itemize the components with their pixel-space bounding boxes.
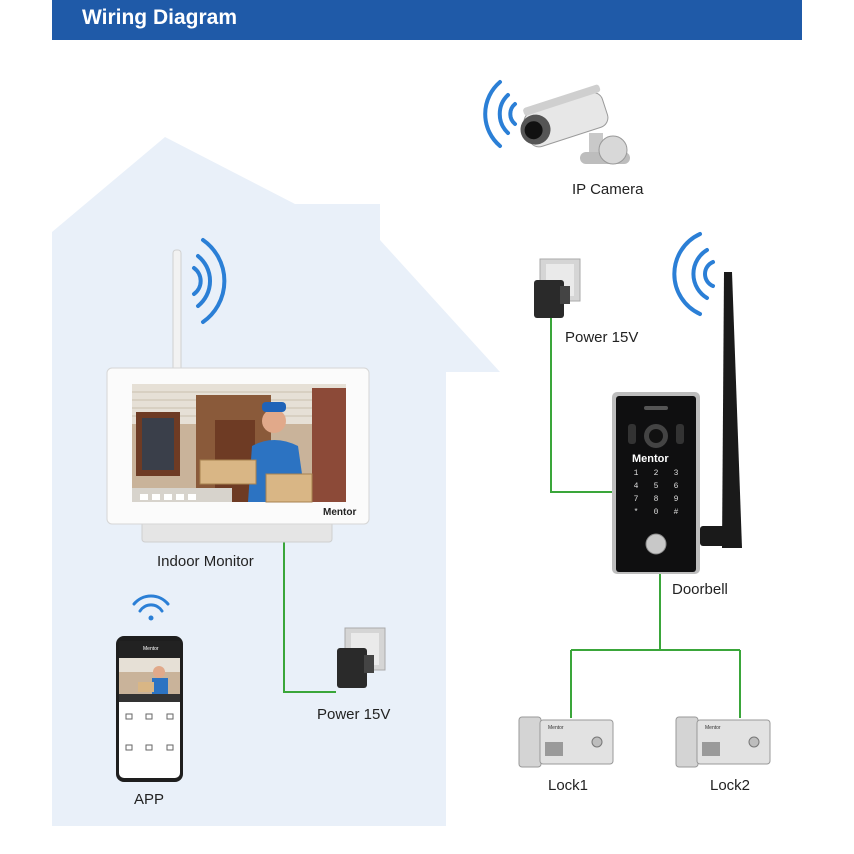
keypad-key: * — [633, 508, 639, 517]
keypad-key: # — [673, 508, 679, 517]
wifi-icon — [132, 594, 170, 621]
camera-signal-icon — [483, 80, 517, 148]
lock1-icon — [518, 716, 614, 768]
keypad-key: 0 — [653, 508, 659, 517]
smartphone — [116, 636, 183, 782]
keypad-key: 5 — [653, 482, 659, 491]
doorbell-signal-icon — [672, 232, 715, 316]
wire-power-doorbell — [550, 318, 614, 493]
monitor-signal-icon — [192, 238, 227, 324]
monitor-antenna — [172, 249, 182, 376]
wiring — [283, 318, 741, 718]
doorbell-unit — [612, 272, 742, 574]
indoor-monitor — [106, 249, 370, 543]
lock1-label: Lock1 — [548, 777, 589, 794]
keypad-key: 3 — [673, 469, 679, 478]
app-label: APP — [134, 791, 165, 808]
monitor-brand-logo: Mentor — [323, 507, 357, 518]
monitor-screen-image — [132, 384, 346, 503]
power-top-label: Power 15V — [565, 329, 639, 346]
phone-screen-title: Mentor — [143, 646, 159, 652]
keypad-key: 9 — [673, 495, 679, 504]
keypad-key: 1 — [633, 469, 639, 478]
lock2-icon — [675, 716, 771, 768]
phone-app-icons — [125, 713, 174, 751]
doorbell-antenna — [722, 272, 742, 548]
keypad-key: 4 — [633, 482, 639, 491]
page-title: Wiring Diagram — [82, 6, 237, 29]
indoor-monitor-label: Indoor Monitor — [157, 553, 254, 570]
wire-doorbell-locks — [570, 572, 741, 718]
wire-monitor-power — [283, 540, 336, 693]
lock2-label: Lock2 — [710, 777, 751, 794]
lock1-brand: Mentor — [548, 725, 564, 731]
doorbell-brand-logo: Mentor — [632, 453, 669, 465]
ip-camera-label: IP Camera — [572, 181, 644, 198]
keypad-key: 6 — [673, 482, 679, 491]
power-adapter-bottom-icon — [337, 627, 386, 688]
keypad-key: 7 — [633, 495, 639, 504]
keypad-key: 8 — [653, 495, 659, 504]
lock2-brand: Mentor — [705, 725, 721, 731]
cctv-camera-icon — [520, 84, 630, 165]
power-bottom-label: Power 15V — [317, 706, 391, 723]
doorbell-label: Doorbell — [672, 581, 728, 598]
keypad-key: 2 — [653, 469, 659, 478]
header-banner: Wiring Diagram — [52, 0, 802, 40]
power-adapter-top-icon — [534, 258, 581, 318]
